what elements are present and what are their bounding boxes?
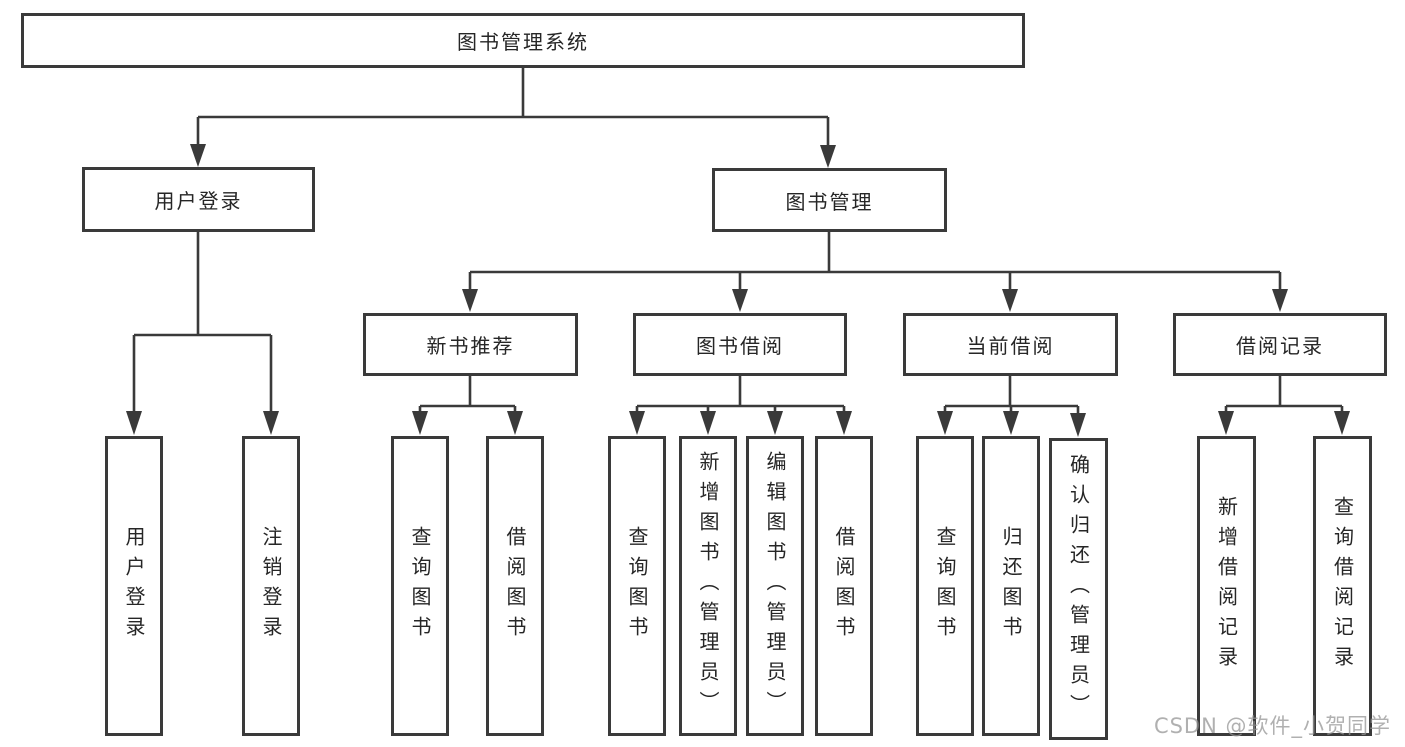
leaf-confirm-return-admin-label: 确认归还（管理员）: [1066, 454, 1091, 724]
leaf-recommend-query-books: 查询图书: [391, 436, 449, 736]
leaf-recommend-borrow-books: 借阅图书: [486, 436, 544, 736]
arrowheads: [126, 144, 1350, 437]
leaf-user-login: 用户登录: [105, 436, 163, 736]
leaf-add-book-admin-label: 新增图书（管理员）: [696, 451, 720, 721]
node-book-management-label: 图书管理: [785, 189, 874, 214]
node-borrow-records-label: 借阅记录: [1236, 334, 1324, 358]
leaf-query-borrow-record-label: 查询借阅记录: [1330, 496, 1355, 676]
node-new-book-recommend: 新书推荐: [363, 313, 578, 376]
connector-new-book-recommend: [418, 376, 517, 414]
connector-root: [196, 68, 830, 147]
leaf-logout-login: 注销登录: [242, 436, 300, 736]
leaf-borrowmod-query-books-label: 查询图书: [625, 526, 649, 646]
leaf-add-book-admin: 新增图书（管理员）: [679, 436, 737, 736]
connector-user-login: [132, 232, 273, 413]
connector-borrow-records: [1224, 376, 1344, 414]
connector-book-management: [468, 232, 1282, 291]
node-current-borrow: 当前借阅: [903, 313, 1118, 376]
leaf-borrowmod-query-books: 查询图书: [608, 436, 666, 736]
leaf-borrowmod-borrow-books: 借阅图书: [815, 436, 873, 736]
leaf-recommend-query-books-label: 查询图书: [408, 526, 432, 646]
leaf-current-query-books-label: 查询图书: [933, 526, 957, 646]
leaf-borrowmod-borrow-books-label: 借阅图书: [832, 526, 856, 646]
leaf-recommend-borrow-books-label: 借阅图书: [503, 526, 527, 646]
leaf-return-books: 归还图书: [982, 436, 1040, 736]
node-book-management: 图书管理: [712, 168, 947, 232]
node-root: 图书管理系统: [21, 13, 1025, 68]
node-borrow-records: 借阅记录: [1173, 313, 1387, 376]
node-book-borrow-label: 图书借阅: [696, 334, 784, 358]
leaf-user-login-label: 用户登录: [122, 526, 146, 646]
leaf-add-borrow-record-label: 新增借阅记录: [1214, 496, 1239, 676]
node-book-borrow: 图书借阅: [633, 313, 847, 376]
node-user-login-label: 用户登录: [154, 189, 243, 213]
leaf-logout-login-label: 注销登录: [259, 526, 283, 646]
connector-current-borrow: [943, 376, 1080, 416]
node-user-login: 用户登录: [82, 167, 315, 232]
leaf-query-borrow-record: 查询借阅记录: [1313, 436, 1372, 736]
leaf-edit-book-admin: 编辑图书（管理员）: [746, 436, 804, 736]
node-current-borrow-label: 当前借阅: [966, 334, 1055, 358]
connector-book-borrow: [635, 376, 846, 414]
leaf-edit-book-admin-label: 编辑图书（管理员）: [763, 451, 787, 721]
leaf-confirm-return-admin: 确认归还（管理员）: [1049, 438, 1108, 740]
leaf-add-borrow-record: 新增借阅记录: [1197, 436, 1256, 736]
leaf-current-query-books: 查询图书: [916, 436, 974, 736]
node-root-label: 图书管理系统: [457, 30, 589, 54]
node-new-book-recommend-label: 新书推荐: [426, 334, 515, 358]
leaf-return-books-label: 归还图书: [999, 526, 1023, 646]
